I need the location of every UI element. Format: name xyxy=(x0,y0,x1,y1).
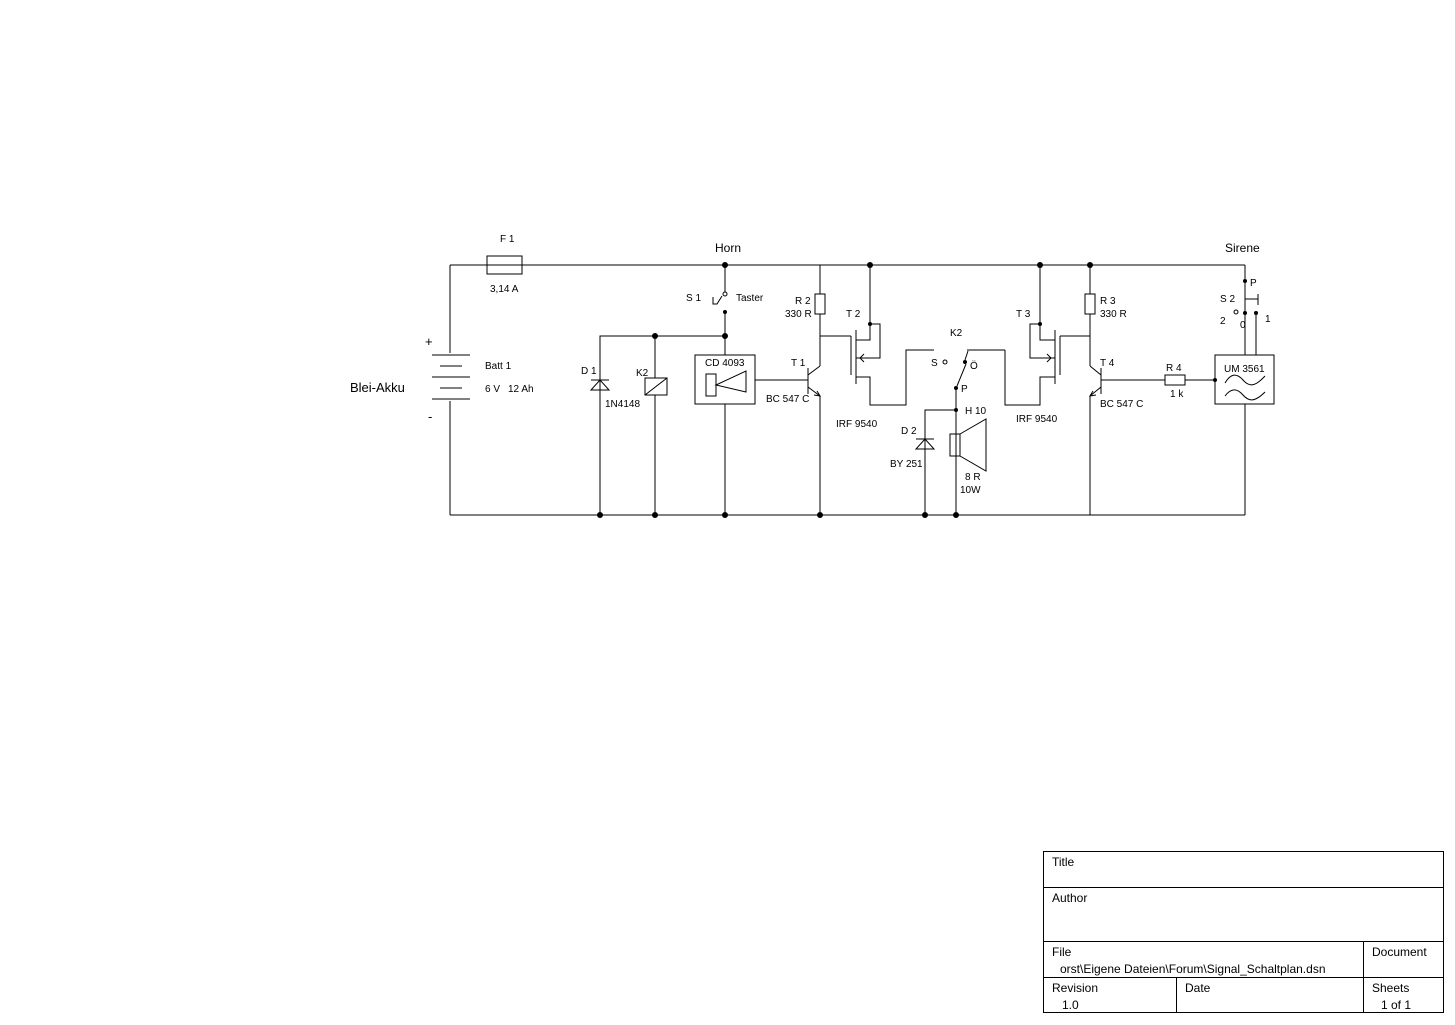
h10-ref: H 10 xyxy=(965,406,987,417)
revision-cell: Revision 1.0 xyxy=(1044,978,1177,1013)
k2-coil-ref: K2 xyxy=(636,368,649,379)
switch-s1: S 1 Taster xyxy=(686,265,764,336)
file-value: orst\Eigene Dateien\Forum\Signal_Schaltp… xyxy=(1060,962,1326,976)
ic-um3561: UM 3561 xyxy=(1214,354,1275,515)
fuse-f1: F 1 3,14 A xyxy=(486,234,523,295)
s2-pos-1: 1 xyxy=(1265,314,1271,325)
speaker-h10: H 10 8 R 10W xyxy=(949,406,987,496)
ic-cd4093: CD 4093 xyxy=(694,336,808,515)
t3-value: IRF 9540 xyxy=(1016,414,1058,425)
diode-d2: D 2 BY 251 xyxy=(890,409,956,515)
um3561-ref: UM 3561 xyxy=(1224,364,1265,375)
file-row: File orst\Eigene Dateien\Forum\Signal_Sc… xyxy=(1044,942,1443,978)
revision-label: Revision xyxy=(1052,981,1099,995)
siren-section-label: Sirene xyxy=(1225,241,1260,255)
t4-ref: T 4 xyxy=(1100,358,1115,369)
title-block: Title Author File orst\Eigene Dateien\Fo… xyxy=(1043,851,1444,1013)
file-cell: File orst\Eigene Dateien\Forum\Signal_Sc… xyxy=(1044,942,1364,977)
fuse-value: 3,14 A xyxy=(490,284,519,295)
transistor-t4: T 4 BC 547 C xyxy=(1089,358,1165,515)
battery-ref: Batt 1 xyxy=(485,361,512,372)
resistor-r3: R 3 330 R xyxy=(1084,265,1127,366)
sheets-value: 1 of 1 xyxy=(1381,998,1412,1012)
cd4093-ref: CD 4093 xyxy=(705,358,745,369)
fuse-ref: F 1 xyxy=(500,234,515,245)
sheets-label: Sheets xyxy=(1372,981,1410,995)
r3-ref: R 3 xyxy=(1100,296,1116,307)
t3-ref: T 3 xyxy=(1016,309,1031,320)
k2-pos-o: Ö xyxy=(970,360,978,372)
d2-value: BY 251 xyxy=(890,459,923,470)
d1-ref: D 1 xyxy=(581,366,597,377)
h10-power: 10W xyxy=(960,485,981,496)
d1-value: 1N4148 xyxy=(605,399,640,410)
mosfet-t2: T 2 IRF 9540 xyxy=(836,265,934,430)
r4-value: 1 k xyxy=(1170,389,1184,400)
horn-section-label: Horn xyxy=(715,241,741,255)
battery-label: Blei-Akku xyxy=(350,380,405,395)
file-label: File xyxy=(1052,945,1072,959)
k2-pos-s: S xyxy=(931,358,938,369)
author-label: Author xyxy=(1052,891,1088,905)
resistor-r2: R 2 330 R xyxy=(785,265,826,366)
mosfet-t3: T 3 IRF 9540 xyxy=(1004,265,1090,425)
t1-value: BC 547 C xyxy=(766,394,809,405)
s2-ref: S 2 xyxy=(1220,294,1235,305)
s2-pos-p: P xyxy=(1250,278,1257,289)
transistor-t1: T 1 BC 547 C xyxy=(766,335,851,515)
revision-row: Revision 1.0 Date Sheets 1 of 1 xyxy=(1044,978,1443,1013)
s1-label: Taster xyxy=(736,293,764,304)
date-label: Date xyxy=(1185,981,1211,995)
sheets-cell: Sheets 1 of 1 xyxy=(1364,978,1443,1013)
revision-value: 1.0 xyxy=(1062,998,1079,1012)
t2-value: IRF 9540 xyxy=(836,419,878,430)
title-label: Title xyxy=(1052,855,1075,869)
h10-impedance: 8 R xyxy=(965,472,981,483)
k2-pos-p: P xyxy=(961,384,968,395)
d2-ref: D 2 xyxy=(901,426,917,437)
date-cell: Date xyxy=(1177,978,1364,1013)
battery-capacity: 12 Ah xyxy=(508,384,534,395)
t2-ref: T 2 xyxy=(846,309,861,320)
t1-ref: T 1 xyxy=(791,358,806,369)
switch-s2: S 2 P 2 0 1 xyxy=(1220,265,1271,355)
t4-value: BC 547 C xyxy=(1100,399,1143,410)
k2-switch-ref: K2 xyxy=(950,328,963,339)
r2-value: 330 R xyxy=(785,309,812,320)
horn-supply-node xyxy=(599,335,725,515)
relay-coil-k2: K2 xyxy=(636,336,668,515)
author-row: Author xyxy=(1044,888,1443,942)
battery-plus: + xyxy=(425,334,433,349)
r3-value: 330 R xyxy=(1100,309,1127,320)
junction-dots xyxy=(597,262,1217,518)
battery-minus: - xyxy=(428,409,432,424)
r2-ref: R 2 xyxy=(795,296,811,307)
s1-ref: S 1 xyxy=(686,293,701,304)
document-label: Document xyxy=(1372,945,1427,959)
battery-voltage: 6 V xyxy=(485,384,500,395)
title-row: Title xyxy=(1044,852,1443,888)
document-cell: Document xyxy=(1364,942,1443,977)
s2-pos-2: 2 xyxy=(1220,316,1226,327)
battery: Blei-Akku + - Batt 1 6 V 12 Ah xyxy=(350,265,534,515)
s2-pos-0: 0 xyxy=(1240,320,1246,331)
diode-d1: D 1 1N4148 xyxy=(581,366,640,410)
r4-ref: R 4 xyxy=(1166,363,1182,374)
resistor-r4: R 4 1 k xyxy=(1164,363,1215,400)
